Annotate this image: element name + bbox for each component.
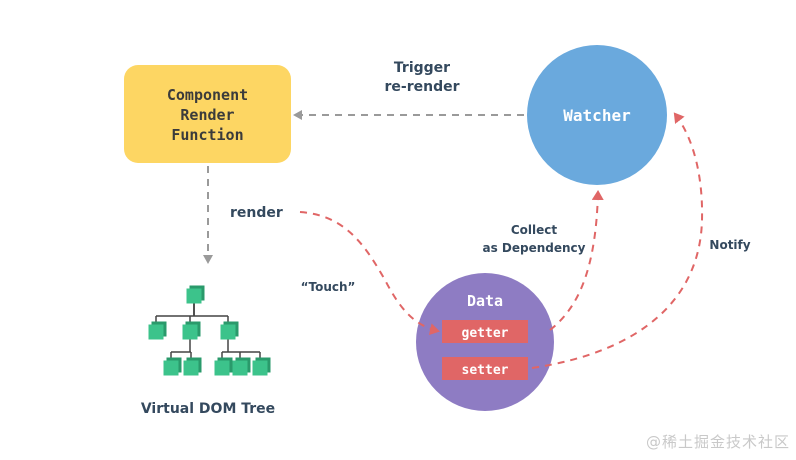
watcher-label: Watcher [563,106,630,125]
notify-label: Notify [709,238,750,252]
notify-arrow [531,112,704,369]
watermark: @稀土掘金技术社区 [645,433,790,451]
virtual-dom-label: Virtual DOM Tree [141,401,275,417]
component-label-line-2: Render [180,106,234,124]
tree-node-cube [163,357,182,376]
trigger-label-line-1: Trigger [394,60,450,76]
setter-label: setter [462,363,509,378]
data-node: Data getter setter [416,273,554,411]
component-label-line-1: Component [167,86,248,104]
data-label: Data [467,292,503,310]
component-label-line-3: Function [171,126,243,144]
tree-node-cube [186,285,205,304]
tree-node-cube [214,357,233,376]
getter-pill: getter [442,320,528,343]
component-render-function-box: Component Render Function [124,65,291,163]
collect-dependency-arrow [549,190,604,331]
tree-node-cube [232,357,251,376]
collect-label-line-2: as Dependency [483,241,586,255]
touch-label: “Touch” [301,280,356,294]
touch-arrow [299,211,440,336]
trigger-label-line-2: re-render [385,79,460,95]
getter-label: getter [462,326,509,341]
tree-node-cube [220,321,239,340]
render-label: render [230,205,283,221]
tree-node-cube [148,321,167,340]
tree-node-cube [183,357,202,376]
setter-pill: setter [442,357,528,380]
collect-label-line-1: Collect [511,223,558,237]
tree-node-cube [252,357,271,376]
virtual-dom-tree-icon [148,285,271,376]
tree-node-cube [182,321,201,340]
watcher-node: Watcher [527,45,667,185]
